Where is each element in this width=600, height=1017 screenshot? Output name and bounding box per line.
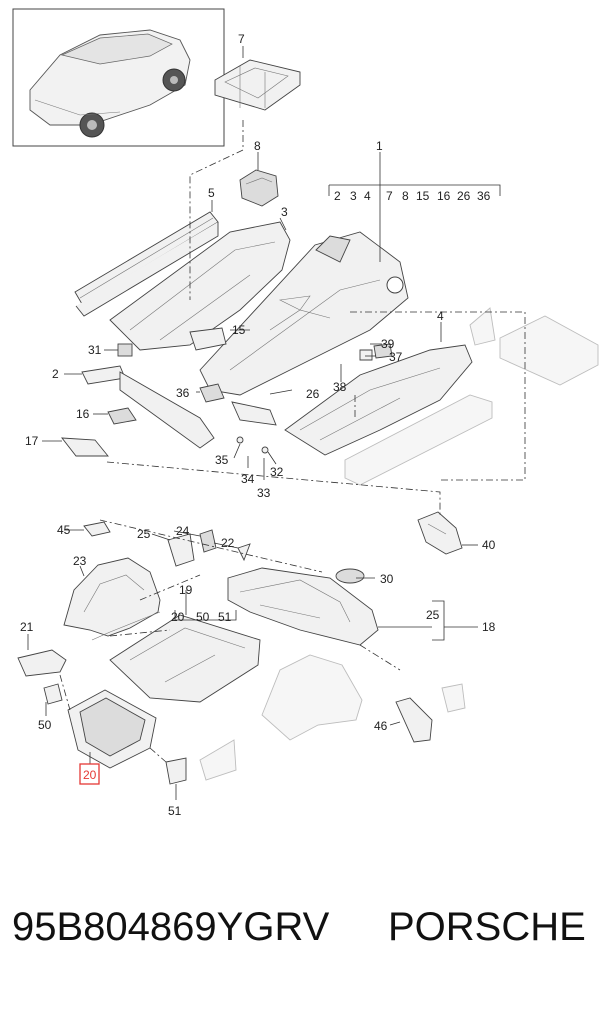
group1-item: 8 xyxy=(402,189,409,203)
footer: 95B804869YGRV PORSCHE xyxy=(0,905,600,985)
callout-50: 50 xyxy=(38,718,52,732)
callout-7: 7 xyxy=(238,32,245,46)
part-7-crossmember xyxy=(214,59,301,111)
callout-2: 2 xyxy=(52,367,59,381)
part-8-bracket xyxy=(239,169,279,207)
group1-item: 26 xyxy=(457,189,471,203)
part-19-floor-section xyxy=(109,614,261,703)
group1-item: 15 xyxy=(416,189,430,203)
callout-8: 8 xyxy=(254,139,261,153)
assembly-lines xyxy=(59,120,526,763)
callout-46: 46 xyxy=(374,719,388,733)
callout-40: 40 xyxy=(482,538,496,552)
group19-item: 51 xyxy=(218,610,232,624)
callout-23: 23 xyxy=(73,554,87,568)
callout-39: 39 xyxy=(381,337,395,351)
brand-name: PORSCHE xyxy=(388,905,586,949)
callout-32: 32 xyxy=(270,465,284,479)
group-19-items: 20 50 51 xyxy=(171,610,232,624)
part-5-sill-rail xyxy=(74,211,219,317)
callout-labels: 7 8 1 5 3 4 15 31 39 37 2 38 36 26 16 17… xyxy=(20,32,496,818)
callout-17: 17 xyxy=(25,434,39,448)
group19-item: 20 xyxy=(171,610,185,624)
callout-36: 36 xyxy=(176,386,190,400)
group1-item: 3 xyxy=(350,189,357,203)
part-1-main-floor xyxy=(199,231,409,396)
part-20-spare-wheel-tub xyxy=(67,689,157,769)
callout-26: 26 xyxy=(306,387,320,401)
part-number: 95B804869YGRV xyxy=(12,905,330,949)
callout-5: 5 xyxy=(208,186,215,200)
callout-38: 38 xyxy=(333,380,347,394)
callout-16: 16 xyxy=(76,407,90,421)
part-18-rear-floor-pan xyxy=(227,567,379,646)
callout-35: 35 xyxy=(215,453,229,467)
callout-18: 18 xyxy=(482,620,496,634)
part-4-rear-floor xyxy=(284,344,473,456)
group1-item: 4 xyxy=(364,189,371,203)
small-brackets-lower xyxy=(17,521,466,785)
group1-item: 36 xyxy=(477,189,491,203)
callout-25-lower: 25 xyxy=(426,608,440,622)
part-3-front-floor xyxy=(109,221,291,351)
callout-34: 34 xyxy=(241,472,255,486)
callout-33: 33 xyxy=(257,486,271,500)
callout-51: 51 xyxy=(168,804,182,818)
callout-31: 31 xyxy=(88,343,102,357)
callout-25-upper: 25 xyxy=(137,527,151,541)
callout-24: 24 xyxy=(176,524,190,538)
callout-21: 21 xyxy=(20,620,34,634)
callout-37: 37 xyxy=(389,350,403,364)
callout-19: 19 xyxy=(179,583,193,597)
callout-45: 45 xyxy=(57,523,71,537)
group1-item: 7 xyxy=(386,189,393,203)
callout-20-highlighted: 20 xyxy=(83,768,97,782)
ghost-crossmember xyxy=(344,307,599,486)
part-40-bracket xyxy=(417,511,463,555)
callout-22: 22 xyxy=(221,536,235,550)
group1-item: 16 xyxy=(437,189,451,203)
leader-lines xyxy=(27,46,501,800)
parts-exploded-diagram: 7 8 1 5 3 4 15 31 39 37 2 38 36 26 16 17… xyxy=(12,8,599,818)
ghost-rear-wheelhouse xyxy=(199,654,363,781)
group1-item: 2 xyxy=(334,189,341,203)
highlighted-callout-20: 20 xyxy=(79,763,100,785)
callout-4: 4 xyxy=(437,309,444,323)
callout-15: 15 xyxy=(232,323,246,337)
part-23-wheelhouse xyxy=(63,557,161,641)
group19-item: 50 xyxy=(196,610,210,624)
small-brackets-upper xyxy=(61,327,393,457)
callout-3: 3 xyxy=(281,205,288,219)
group-1-items: 2 3 4 7 8 15 16 26 36 xyxy=(334,189,491,203)
vehicle-thumbnail xyxy=(12,8,225,147)
callout-30: 30 xyxy=(380,572,394,586)
callout-1: 1 xyxy=(376,139,383,153)
